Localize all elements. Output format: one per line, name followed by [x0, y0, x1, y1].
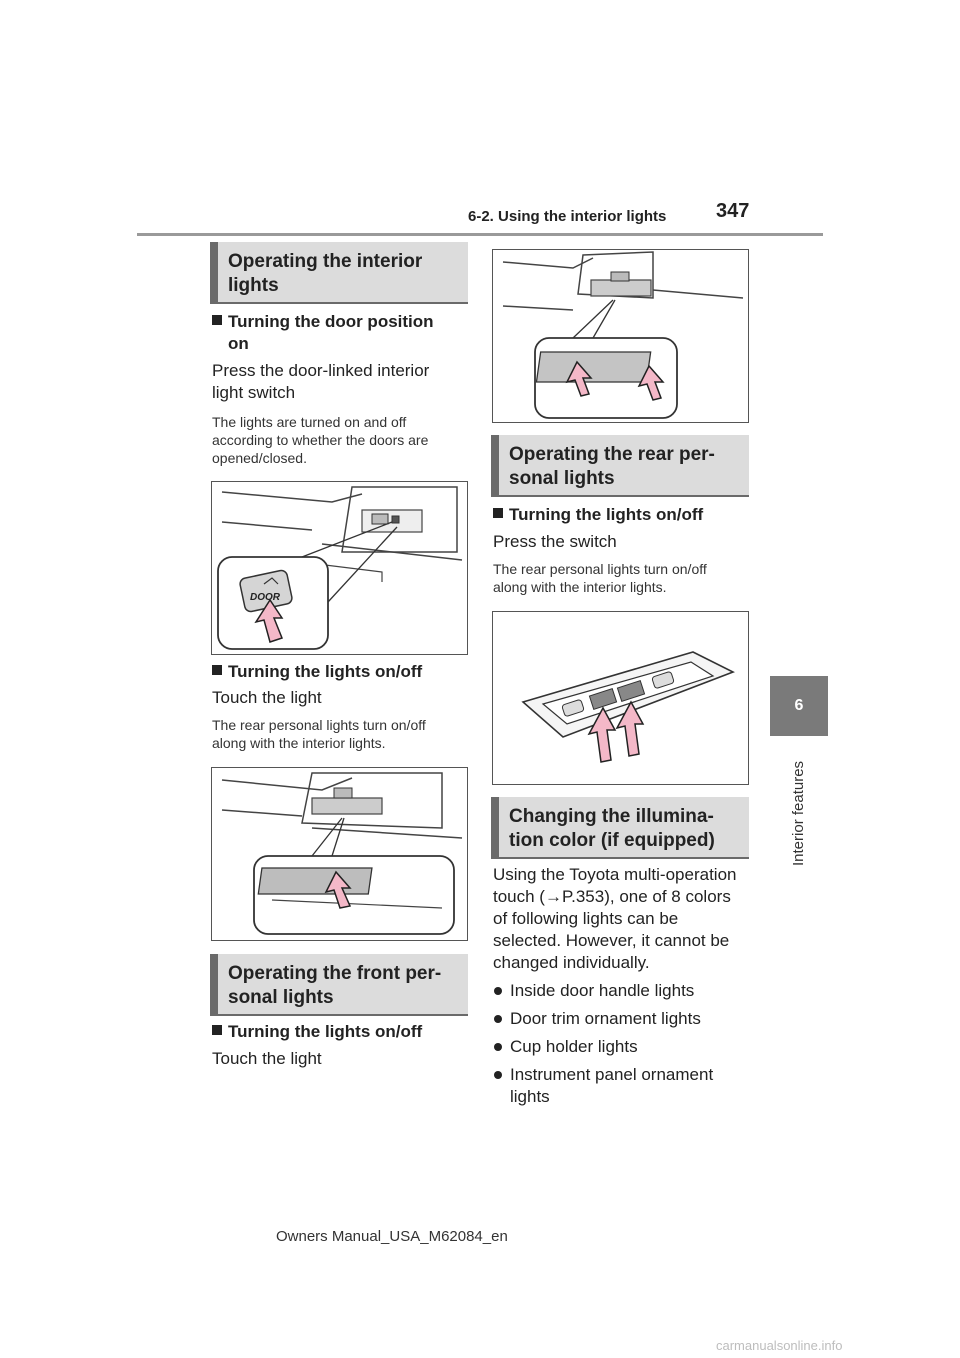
chapter-tab: 6: [770, 676, 828, 736]
light-grid-icon: [651, 671, 675, 689]
heading-rear-personal-lights: Operating the rear per- sonal lights: [491, 435, 749, 497]
watermark: carmanualsonline.info: [716, 1338, 843, 1353]
push-arrow-icon: [587, 706, 617, 763]
push-arrow-icon: [324, 870, 352, 909]
subhead-lights-onoff-2: Turning the lights on/off: [212, 1021, 468, 1043]
chapter-label: Interior features: [790, 760, 807, 866]
bullet-dot-icon: [494, 1015, 502, 1023]
bullet-dot-icon: [494, 1071, 502, 1079]
list-item: Cup holder lights: [494, 1036, 755, 1058]
section-title: 6-2. Using the interior lights: [468, 208, 667, 225]
square-bullet-icon: [493, 508, 503, 518]
square-bullet-icon: [212, 1025, 222, 1035]
push-arrow-icon: [615, 700, 645, 757]
body-door-switch: Press the door-linked interior light swi…: [212, 361, 430, 402]
subhead-lights-onoff-3: Turning the lights on/off: [493, 504, 749, 526]
subhead-door-position: Turning the door position on: [212, 311, 468, 355]
heading-illumination-color: Changing the illumina- tion color (if eq…: [491, 797, 749, 859]
note-rear-lights-2: The rear personal lights turn on/off alo…: [493, 561, 707, 595]
header-rule: [137, 233, 823, 236]
list-item: Door trim ornament lights: [494, 1008, 755, 1030]
body-touch-light-1: Touch the light: [212, 688, 322, 707]
list-item: Inside door handle lights: [494, 980, 755, 1002]
square-bullet-icon: [212, 665, 222, 675]
body-illumination-color: Using the Toyota multi-operation touch (…: [493, 865, 737, 972]
note-door-switch: The lights are turned on and off accordi…: [212, 414, 429, 466]
footer-manual-id: Owners Manual_USA_M62084_en: [276, 1228, 508, 1245]
figure-front-personal-lights: [492, 249, 749, 423]
bullet-dot-icon: [494, 987, 502, 995]
list-item: Instrument panel ornament lights: [494, 1064, 755, 1108]
body-touch-light-2: Touch the light: [212, 1049, 322, 1068]
bullet-dot-icon: [494, 1043, 502, 1051]
page-number: 347: [716, 200, 750, 222]
push-arrow-icon: [254, 598, 284, 643]
heading-operating-interior-lights: Operating the interior lights: [210, 242, 468, 304]
figure-rear-personal-lights: [492, 611, 749, 785]
push-arrow-icon: [637, 364, 665, 401]
figure-door-switch: DOOR: [211, 481, 468, 655]
push-arrow-icon: [565, 360, 593, 397]
figure-interior-light: [211, 767, 468, 941]
subhead-lights-onoff-1: Turning the lights on/off: [212, 661, 468, 683]
door-label: DOOR: [250, 592, 281, 603]
heading-front-personal-lights: Operating the front per- sonal lights: [210, 954, 468, 1016]
light-grid-icon: [561, 699, 585, 717]
square-bullet-icon: [212, 315, 222, 325]
note-rear-lights-1: The rear personal lights turn on/off alo…: [212, 717, 426, 751]
body-press-switch: Press the switch: [493, 532, 617, 551]
chapter-number: 6: [794, 697, 804, 714]
